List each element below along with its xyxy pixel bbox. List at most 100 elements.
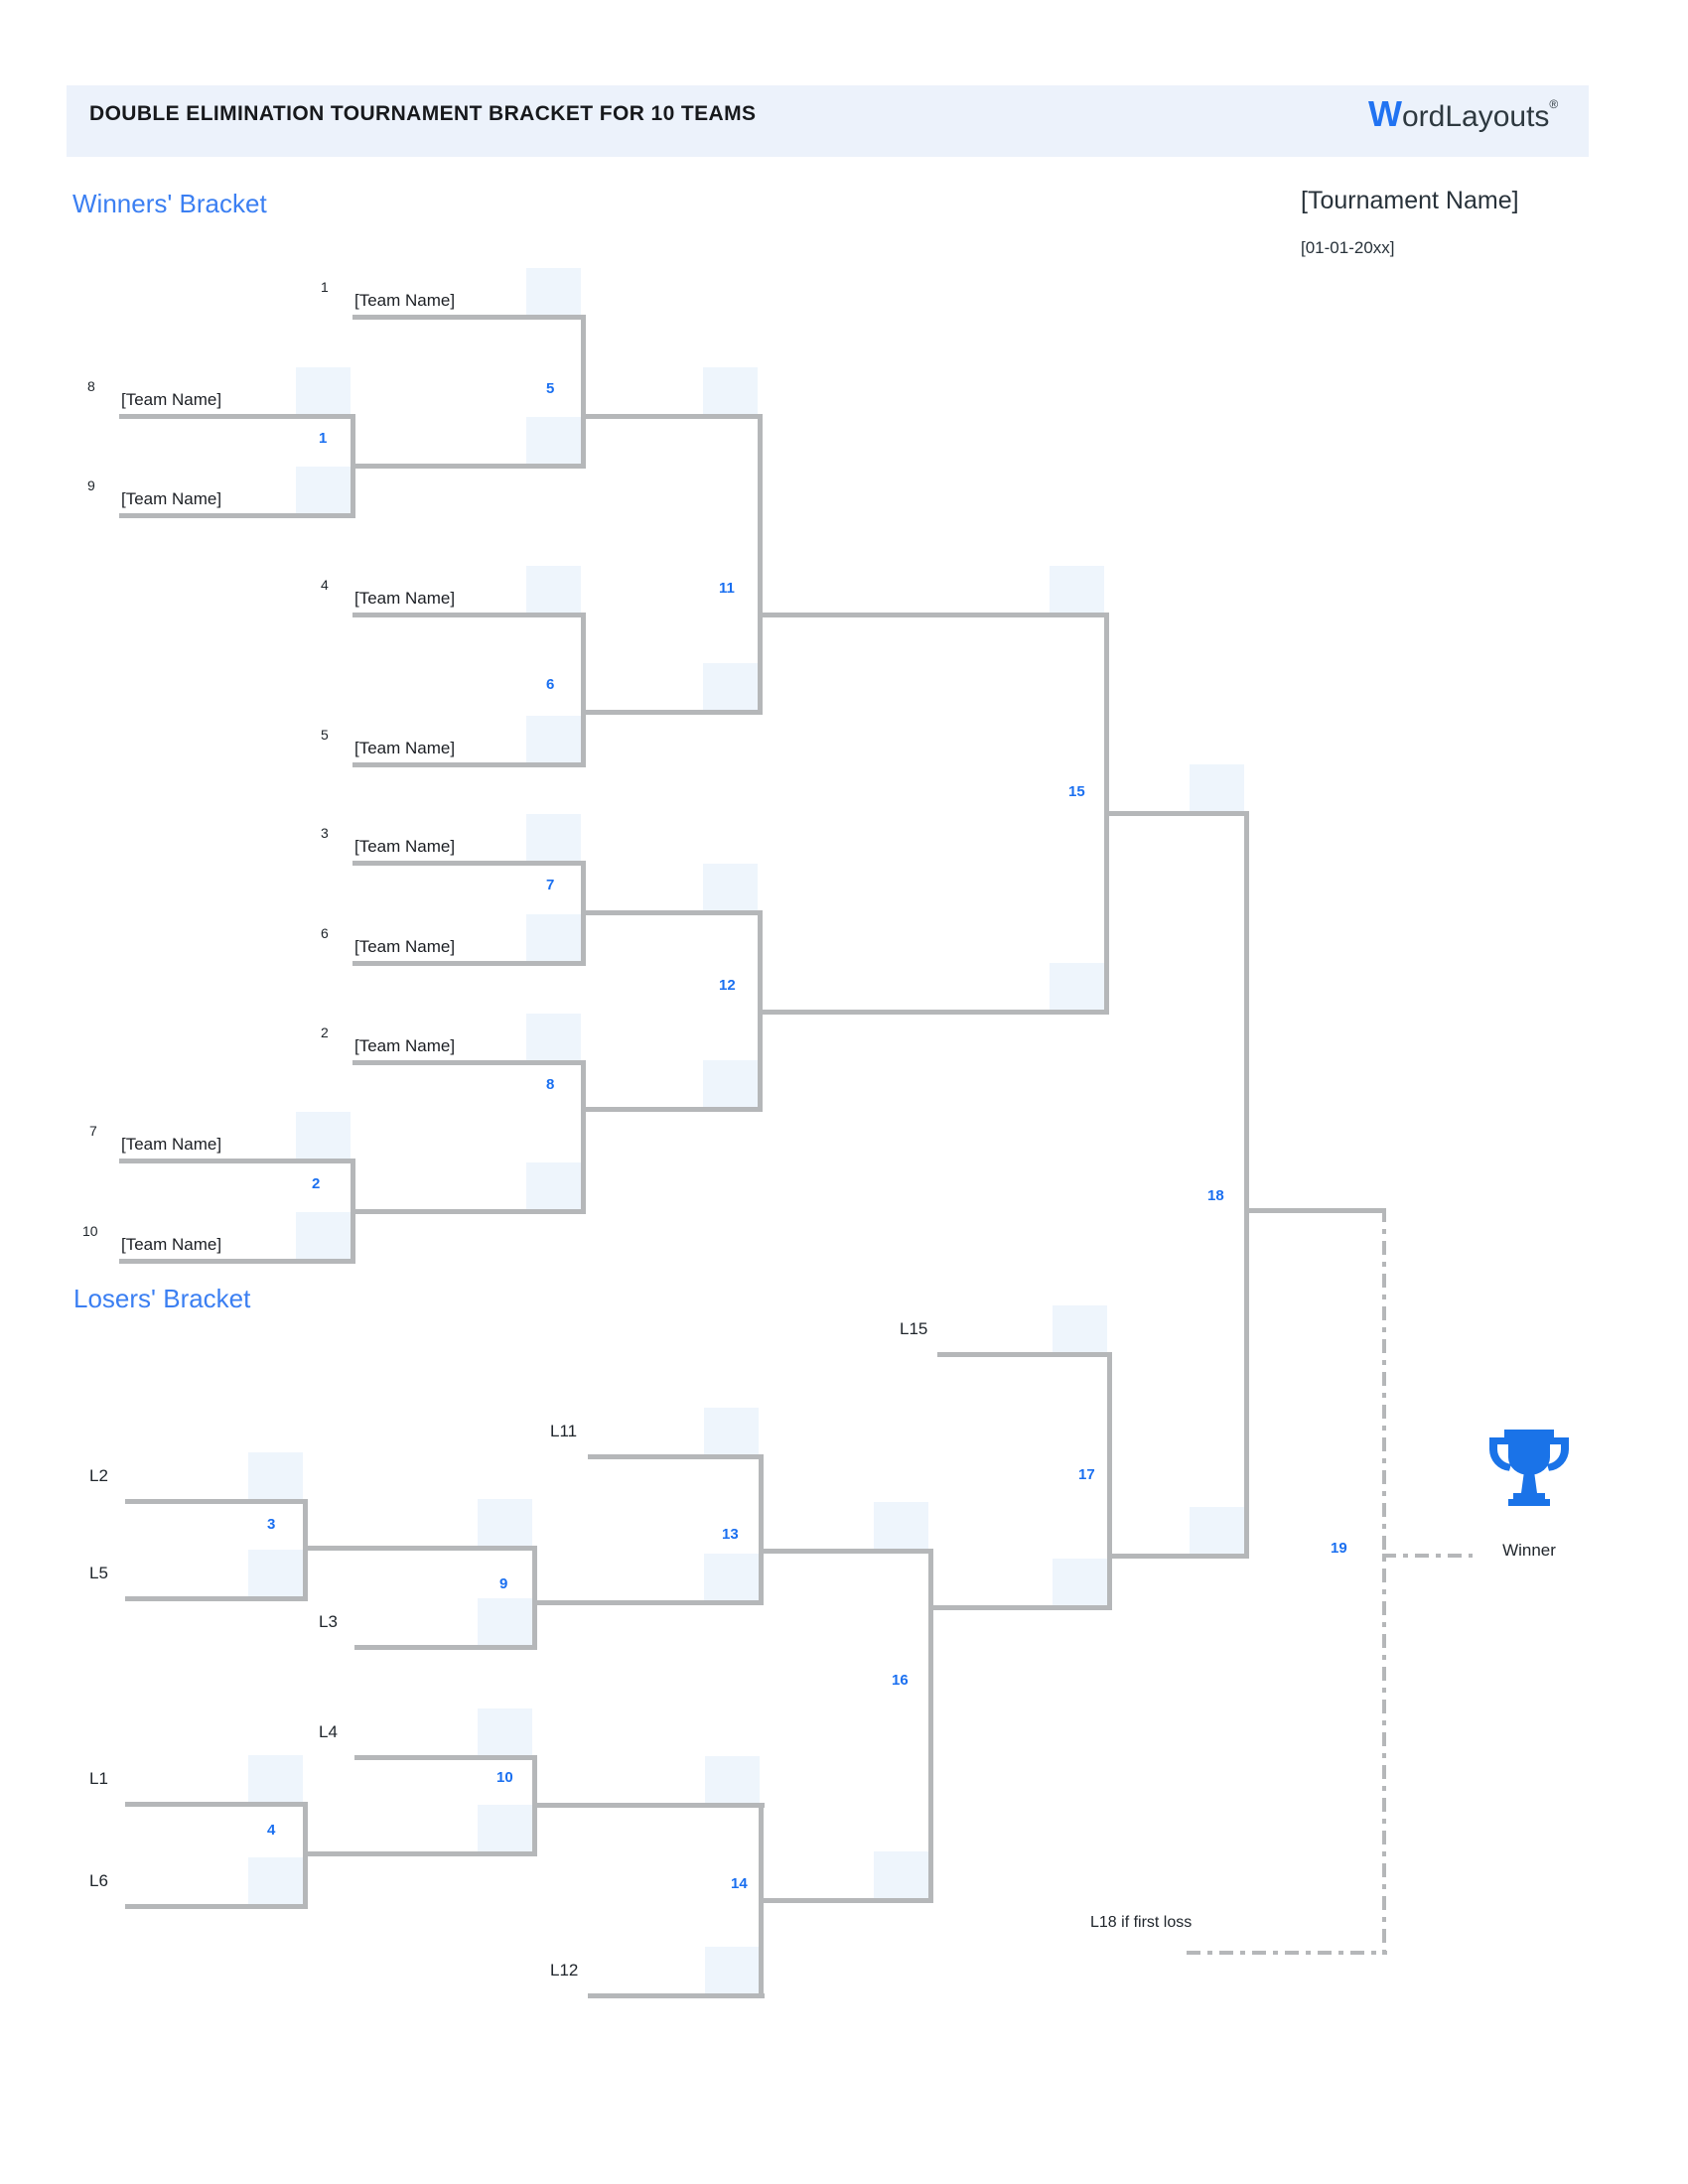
seed-number: 6 [321, 925, 329, 941]
match-number: 18 [1207, 1187, 1224, 1204]
loser-18-footnote: L18 if first loss [1090, 1914, 1193, 1931]
score-box[interactable] [703, 864, 758, 910]
team-name-placeholder[interactable]: [Team Name] [354, 739, 456, 757]
match-number: 15 [1068, 783, 1085, 800]
team-name-placeholder[interactable]: [Team Name] [121, 390, 222, 409]
score-box[interactable] [248, 1550, 303, 1596]
score-box[interactable] [1050, 963, 1104, 1010]
team-name-placeholder[interactable]: [Team Name] [354, 589, 456, 608]
bracket-line [351, 1209, 586, 1214]
bracket-line [759, 1549, 933, 1554]
registered-mark: ® [1549, 97, 1559, 111]
grand-final-reset-dashed-line [1382, 1554, 1473, 1558]
score-box[interactable] [704, 1408, 759, 1454]
bracket-line [928, 1549, 933, 1903]
bracket-line [937, 1352, 1112, 1357]
bracket-line [758, 414, 763, 715]
match-number: 19 [1331, 1540, 1347, 1557]
score-box[interactable] [1190, 764, 1244, 811]
wordlayouts-logo: WordLayouts® [1368, 93, 1558, 135]
score-box[interactable] [526, 1162, 581, 1209]
loser-source-label: L4 [319, 1722, 338, 1741]
score-box[interactable] [526, 814, 581, 861]
score-box[interactable] [1053, 1305, 1107, 1352]
score-box[interactable] [526, 417, 581, 464]
bracket-line [119, 1159, 355, 1163]
score-box[interactable] [248, 1857, 303, 1904]
score-box[interactable] [526, 566, 581, 613]
team-name-placeholder[interactable]: [Team Name] [121, 1135, 222, 1154]
score-box[interactable] [703, 367, 758, 414]
seed-number: 4 [321, 577, 329, 593]
bracket-line [352, 861, 586, 866]
tournament-name-placeholder[interactable]: [Tournament Name] [1301, 187, 1519, 214]
loser-source-label: L3 [319, 1612, 338, 1631]
match-number: 12 [719, 977, 736, 994]
bracket-line [352, 613, 586, 617]
score-box[interactable] [1053, 1559, 1107, 1605]
winners-bracket-heading: Winners' Bracket [72, 189, 267, 218]
bracket-line [119, 414, 355, 419]
loser-source-label: L5 [89, 1564, 108, 1582]
losers-bracket-heading: Losers' Bracket [73, 1284, 251, 1313]
logo-w-icon: W [1368, 93, 1402, 134]
match-number: 7 [546, 877, 555, 893]
bracket-line [352, 961, 586, 966]
bracket-line [759, 1454, 764, 1605]
bracket-line [532, 1600, 764, 1605]
score-box[interactable] [478, 1499, 532, 1546]
bracket-line [303, 1499, 308, 1601]
seed-number: 10 [82, 1223, 98, 1239]
bracket-line [125, 1596, 308, 1601]
bracket-line [125, 1904, 308, 1909]
page-title: DOUBLE ELIMINATION TOURNAMENT BRACKET FO… [89, 102, 757, 125]
score-box[interactable] [526, 1014, 581, 1060]
score-box[interactable] [478, 1598, 532, 1645]
score-box[interactable] [705, 1947, 760, 1993]
score-box[interactable] [704, 1554, 759, 1600]
seed-number: 1 [321, 279, 329, 295]
score-box[interactable] [296, 1212, 351, 1259]
score-box[interactable] [478, 1805, 532, 1851]
score-box[interactable] [526, 268, 581, 315]
bracket-line [759, 1803, 764, 1998]
bracket-line [581, 861, 586, 966]
bracket-line [1244, 1208, 1382, 1213]
seed-number: 8 [87, 378, 95, 394]
match-number: 8 [546, 1076, 555, 1093]
loser-source-label: L6 [89, 1871, 108, 1890]
team-name-placeholder[interactable]: [Team Name] [121, 489, 222, 508]
score-box[interactable] [1050, 566, 1104, 613]
bracket-line [119, 1259, 355, 1264]
score-box[interactable] [703, 1060, 758, 1107]
team-name-placeholder[interactable]: [Team Name] [354, 937, 456, 956]
match-number: 17 [1078, 1466, 1095, 1483]
team-name-placeholder[interactable]: [Team Name] [354, 1036, 456, 1055]
bracket-line [303, 1802, 308, 1909]
score-box[interactable] [248, 1452, 303, 1499]
score-box[interactable] [703, 663, 758, 710]
team-name-placeholder[interactable]: [Team Name] [121, 1235, 222, 1254]
score-box[interactable] [874, 1851, 928, 1898]
bracket-line [1104, 811, 1249, 816]
score-box[interactable] [1190, 1507, 1244, 1554]
score-box[interactable] [296, 367, 351, 414]
score-box[interactable] [248, 1755, 303, 1802]
bracket-line [759, 1898, 933, 1903]
tournament-date-placeholder[interactable]: [01-01-20xx] [1301, 238, 1395, 257]
score-box[interactable] [296, 1112, 351, 1159]
score-box[interactable] [526, 914, 581, 961]
score-box[interactable] [526, 716, 581, 762]
match-number: 13 [722, 1526, 739, 1543]
score-box[interactable] [478, 1708, 532, 1755]
team-name-placeholder[interactable]: [Team Name] [354, 291, 456, 310]
loser-source-label: L15 [900, 1319, 928, 1338]
bracket-line [581, 414, 763, 419]
score-box[interactable] [874, 1502, 928, 1549]
match-number: 1 [319, 430, 328, 447]
team-name-placeholder[interactable]: [Team Name] [354, 837, 456, 856]
score-box[interactable] [705, 1756, 760, 1803]
score-box[interactable] [296, 467, 351, 513]
bracket-line [352, 315, 586, 320]
